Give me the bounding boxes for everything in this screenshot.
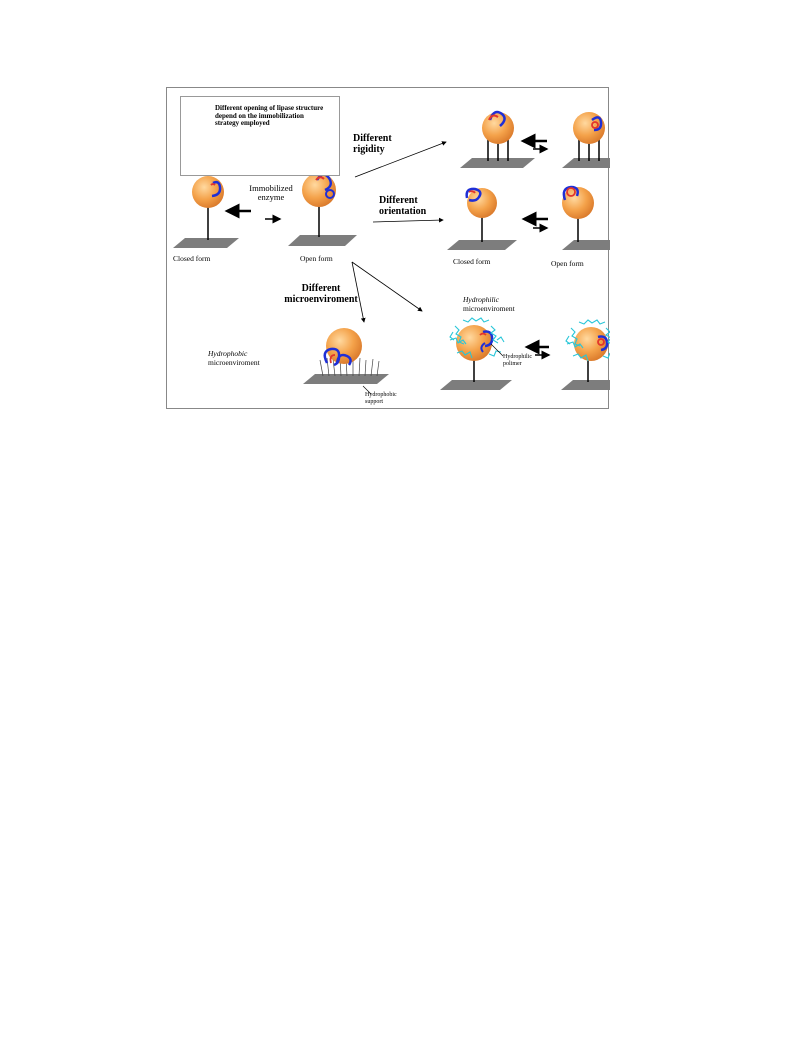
arrow-to-rigidity <box>354 141 447 178</box>
different-orientation-label: Different orientation <box>379 195 427 217</box>
equilibrium-arrows-rigidity <box>520 133 549 154</box>
rigidity-enzyme-left <box>460 110 535 168</box>
arrow-to-hydrophilic <box>351 261 423 312</box>
closed-form-enzyme <box>173 176 239 248</box>
equilibrium-arrows-center <box>224 203 282 224</box>
orientation-closed-form-label: Closed form <box>453 257 491 266</box>
arrow-to-hydrophobic <box>351 261 366 323</box>
hydrophilic-word: Hydrophilic <box>463 295 499 304</box>
rigidity-enzyme-right <box>562 112 610 168</box>
hydrophilic-polymer-label: Hydrophilic polimer <box>503 354 532 367</box>
orientation-enzyme-open <box>562 185 610 250</box>
different-rigidity-label: Different rigidity <box>353 133 392 155</box>
hydrophobic-microenvironment-label: microenviroment <box>208 358 260 367</box>
orientation-open-form-label: Open form <box>551 259 584 268</box>
polymer-pointer <box>490 343 504 357</box>
open-form-label: Open form <box>300 254 333 263</box>
hydrophobic-enzyme <box>303 328 389 384</box>
legend-box <box>180 96 340 176</box>
hydrophobic-support-label: Hydrophobic support <box>365 392 397 405</box>
arrow-to-orientation <box>372 217 444 223</box>
hydrophilic-enzyme-left <box>440 317 512 390</box>
hydrophilic-enzyme-right <box>561 319 610 390</box>
immobilized-enzyme-label: Immobilized enzyme <box>249 183 293 203</box>
closed-form-label: Closed form <box>173 254 211 263</box>
different-microenvironment-label: Different microenviroment <box>284 283 358 305</box>
orientation-enzyme-closed <box>447 187 517 250</box>
equilibrium-arrows-orientation <box>521 211 549 233</box>
hydrophilic-microenvironment-label: microenviroment <box>463 304 515 313</box>
support-pointer <box>362 385 372 395</box>
open-form-enzyme <box>288 173 357 246</box>
hydrophobic-word: Hydrophobic <box>208 349 248 358</box>
figure-panel: Different opening of lipase structure de… <box>166 87 610 409</box>
legend-text: Different opening of lipase structure de… <box>215 104 324 128</box>
equilibrium-arrows-hydrophilic <box>524 339 551 360</box>
